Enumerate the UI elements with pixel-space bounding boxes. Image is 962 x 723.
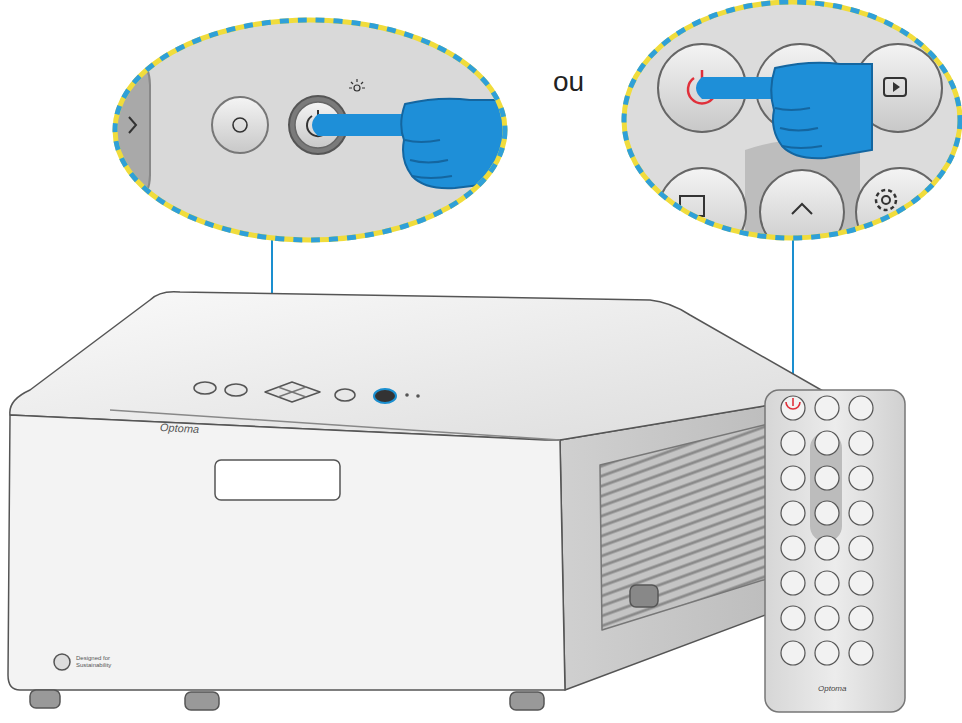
- remote-button: [849, 396, 873, 420]
- remote-callout: [620, 0, 962, 256]
- remote-button: [781, 501, 805, 525]
- projector: [8, 292, 832, 710]
- joiner-word: ou: [553, 66, 584, 98]
- remote-button: [849, 641, 873, 665]
- leader-line: [792, 237, 794, 396]
- brand-logo: Optoma: [818, 684, 846, 693]
- remote-button: [781, 536, 805, 560]
- remote-button: [815, 536, 839, 560]
- remote-button: [781, 396, 805, 420]
- remote-button: [815, 606, 839, 630]
- remote-button: [849, 466, 873, 490]
- remote-button: [849, 606, 873, 630]
- remote-control: [765, 390, 905, 712]
- remote-button: [849, 571, 873, 595]
- remote-button: [815, 431, 839, 455]
- remote-button: [815, 641, 839, 665]
- remote-button: [815, 396, 839, 420]
- remote-button: [849, 501, 873, 525]
- sustainability-badge: Designed for Sustainability: [76, 655, 116, 668]
- remote-button: [781, 466, 805, 490]
- remote-button: [781, 571, 805, 595]
- remote-button: [849, 431, 873, 455]
- brand-logo: Optoma: [160, 421, 200, 435]
- remote-button: [781, 606, 805, 630]
- remote-button: [815, 501, 839, 525]
- remote-button: [849, 536, 873, 560]
- button-callout: [60, 15, 520, 245]
- remote-button: [781, 431, 805, 455]
- remote-button: [815, 571, 839, 595]
- remote-button: [815, 466, 839, 490]
- remote-button: [781, 641, 805, 665]
